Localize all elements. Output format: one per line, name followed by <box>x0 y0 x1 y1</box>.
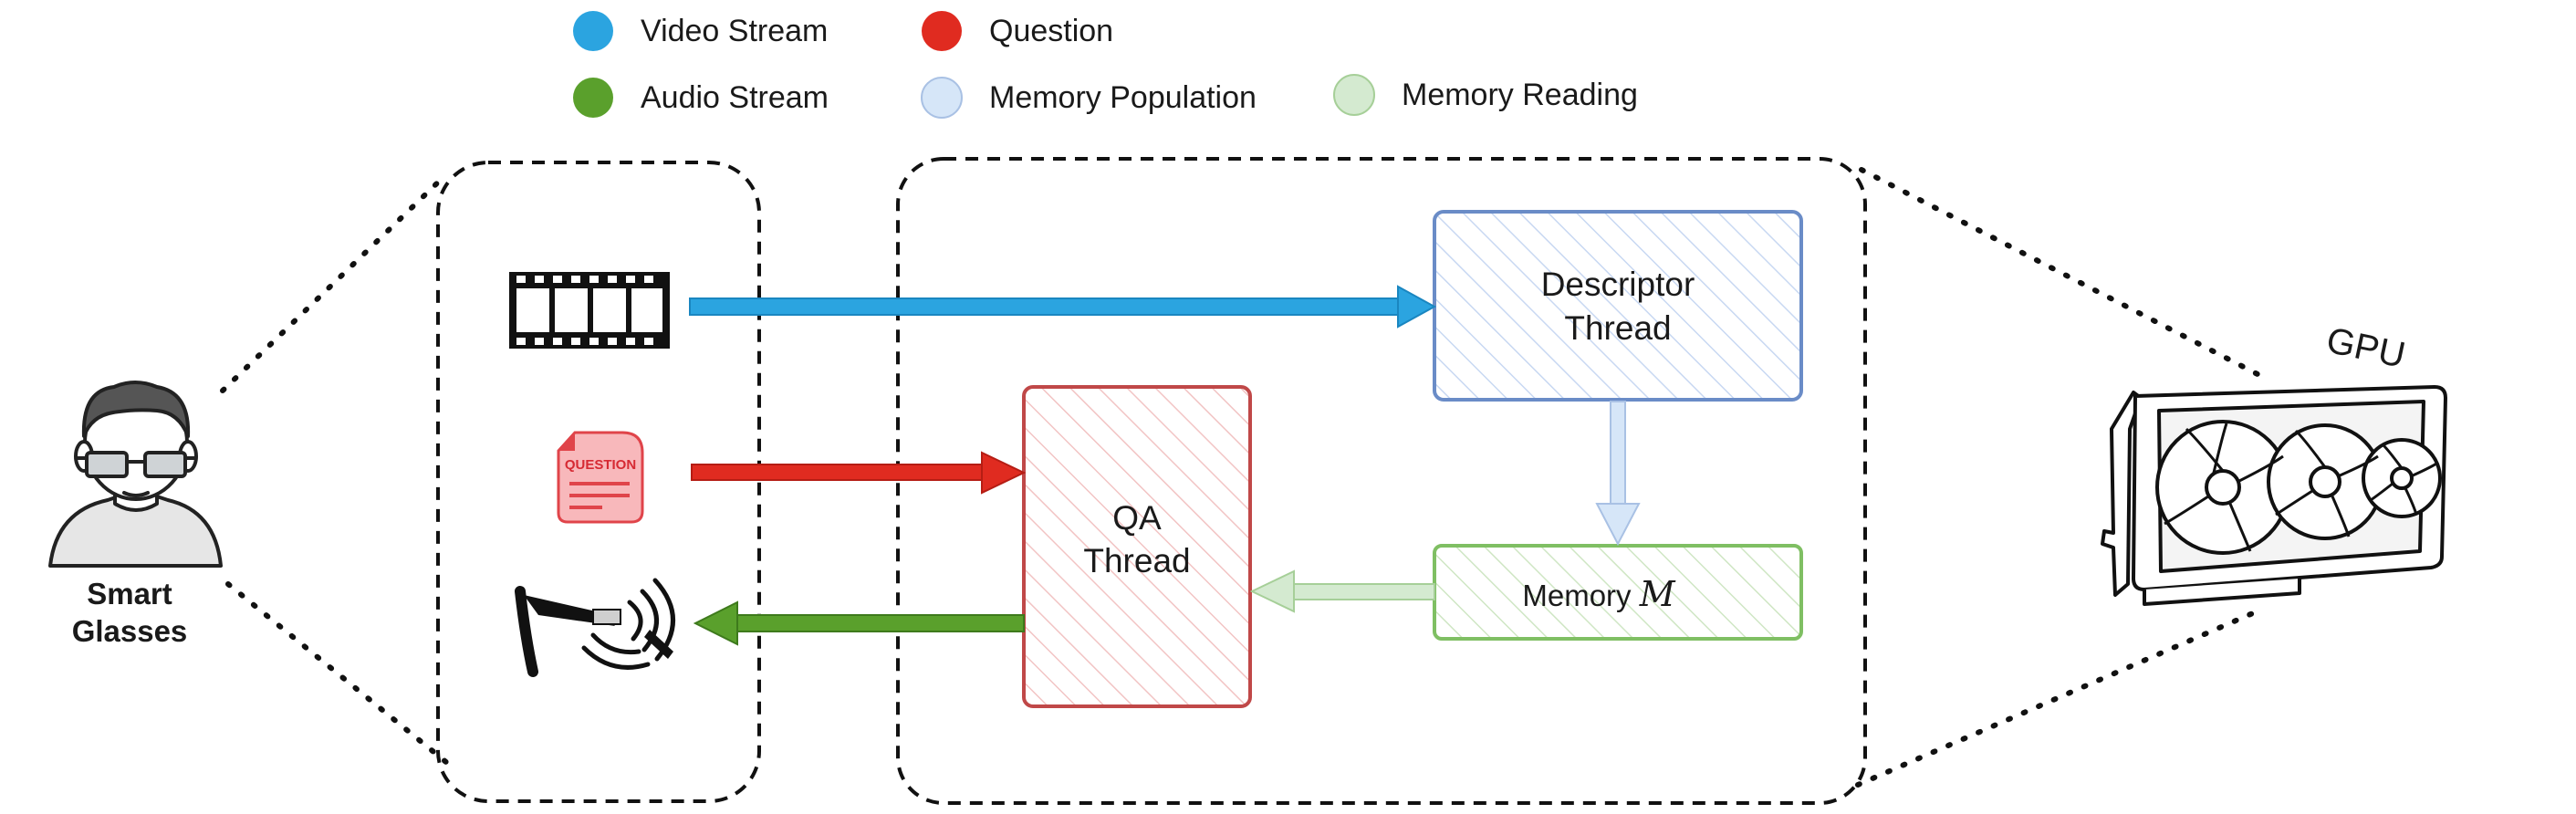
qa-thread-label-line2: Thread <box>1083 542 1190 579</box>
user-label-line2: Glasses <box>72 614 188 648</box>
gpu-label: GPU <box>2323 320 2409 376</box>
descriptor-thread-box: Descriptor Thread <box>1433 210 1803 402</box>
connector-gpu-top <box>1859 167 2260 377</box>
qa-thread-label-line1: QA <box>1112 499 1162 537</box>
legend-memory-reading-label: Memory Reading <box>1402 78 1638 112</box>
video-film-icon <box>509 272 670 349</box>
memory-symbol: M <box>1639 574 1676 614</box>
connector-user-top <box>220 172 448 393</box>
audio-stream-arrow <box>693 600 1025 646</box>
gpu-processing-panel <box>896 157 1867 805</box>
zoom-connector-lines <box>220 167 2264 788</box>
gpu-card-icon <box>2101 385 2447 606</box>
question-icon-text: QUESTION <box>565 457 636 473</box>
descriptor-thread-label-line2: Thread <box>1564 309 1671 347</box>
memory-box: Memory M <box>1433 544 1803 641</box>
memory-label-text: Memory <box>1522 579 1632 612</box>
legend-audio-marker <box>573 78 613 118</box>
glasses-audio-icon <box>515 578 675 677</box>
legend-video-marker <box>573 11 613 51</box>
legend-video-label: Video Stream <box>641 14 828 48</box>
legend-memory-population-marker <box>921 77 963 119</box>
user-avatar-icon <box>48 381 223 568</box>
user-label-line1: Smart <box>87 577 172 610</box>
legend-question-marker <box>922 11 962 51</box>
legend: Video Stream Question Audio Stream Memor… <box>573 11 1638 119</box>
question-document-icon: QUESTION <box>557 431 644 524</box>
memory-label: Memory M <box>1522 574 1675 614</box>
device-io-panel <box>436 161 761 803</box>
video-stream-arrow <box>689 285 1437 329</box>
memory-population-arrow <box>1595 401 1641 547</box>
question-arrow <box>691 451 1027 495</box>
descriptor-thread-label-line1: Descriptor <box>1541 266 1695 303</box>
legend-audio-label: Audio Stream <box>641 80 829 115</box>
legend-question-label: Question <box>989 14 1113 48</box>
legend-memory-reading-marker <box>1333 74 1375 116</box>
connector-gpu-bottom <box>1855 607 2264 788</box>
legend-memory-population-label: Memory Population <box>989 80 1257 115</box>
connector-user-bottom <box>225 581 450 766</box>
memory-reading-arrow <box>1249 569 1435 613</box>
qa-thread-box: QA Thread <box>1022 385 1252 708</box>
